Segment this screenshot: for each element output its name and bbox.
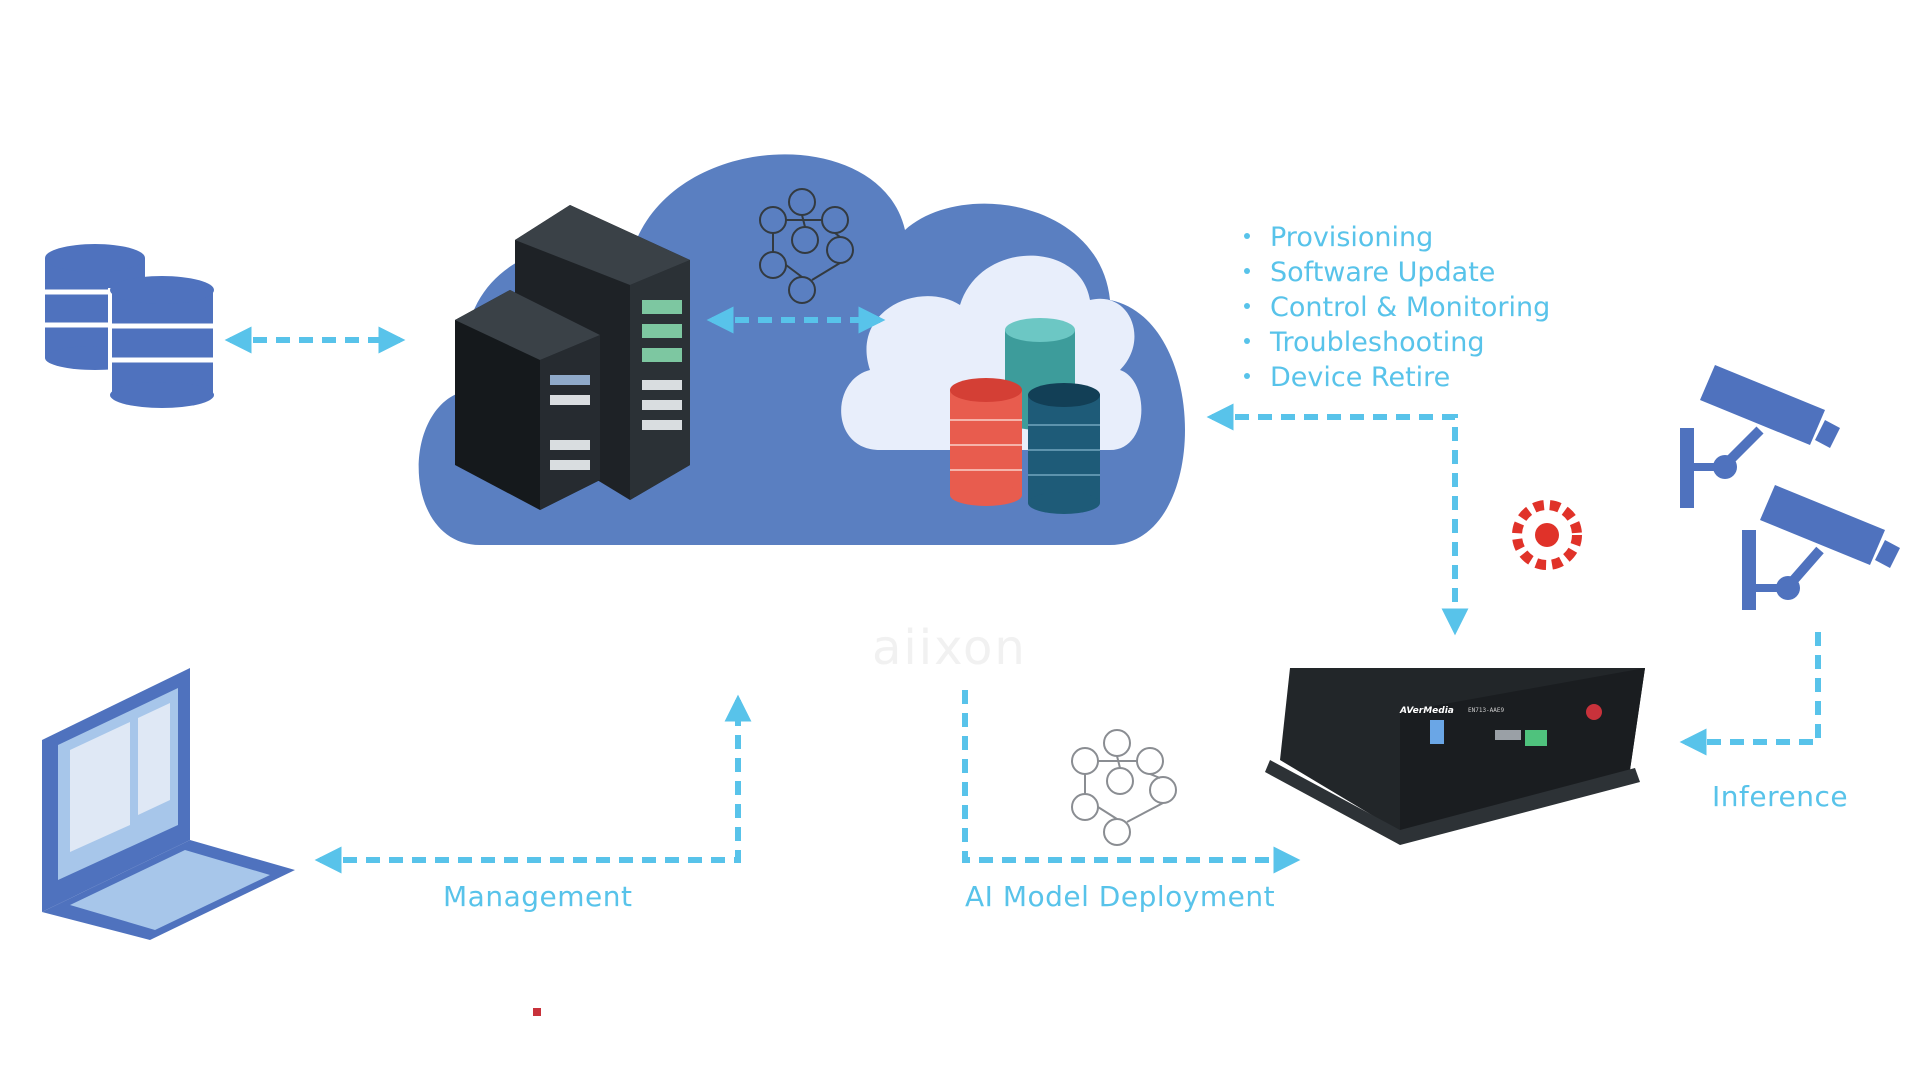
bullet-icon [1244,232,1250,239]
inference-label: Inference [1712,780,1849,813]
list-item: Control & Monitoring [1244,290,1550,325]
laptop-icon [42,668,295,940]
arrow-management [314,694,752,874]
list-item: Provisioning [1244,220,1550,255]
neural-network-icon-2 [1071,729,1177,846]
bullet-icon [1244,372,1250,379]
bullet-icon [1244,302,1250,309]
database-red-icon [950,378,1022,506]
list-item: Software Update [1244,255,1550,290]
management-label: Management [443,880,633,913]
security-camera-icon-2 [1742,485,1900,610]
connectors [224,306,1821,874]
ai-model-deployment-label: AI Model Deployment [965,880,1276,913]
bullet-icon [1244,267,1250,274]
database-navy-icon [1028,383,1100,514]
database-icon [45,244,217,408]
server-rack-icon [455,205,690,510]
marker-square [533,1008,541,1016]
device-brand: AVerMedia [1400,706,1454,716]
bullet-icon [1244,337,1250,344]
device-model: EN713-AAE9 [1468,707,1505,714]
storage-cloud-icon [841,255,1142,514]
arrow-ai-deployment [962,690,1301,874]
list-item: Device Retire [1244,360,1550,395]
arrow-cloud-device [1206,403,1469,636]
edge-device-icon [1265,668,1645,845]
arrow-inference [1679,632,1821,756]
watermark: aiixon [872,620,1027,676]
cloud-services-list: Provisioning Software Update Control & M… [1244,220,1550,395]
nvidia-partner-logo-icon [1512,500,1582,570]
security-camera-icon [1680,365,1840,508]
list-item: Troubleshooting [1244,325,1550,360]
neural-network-icon [759,188,854,304]
